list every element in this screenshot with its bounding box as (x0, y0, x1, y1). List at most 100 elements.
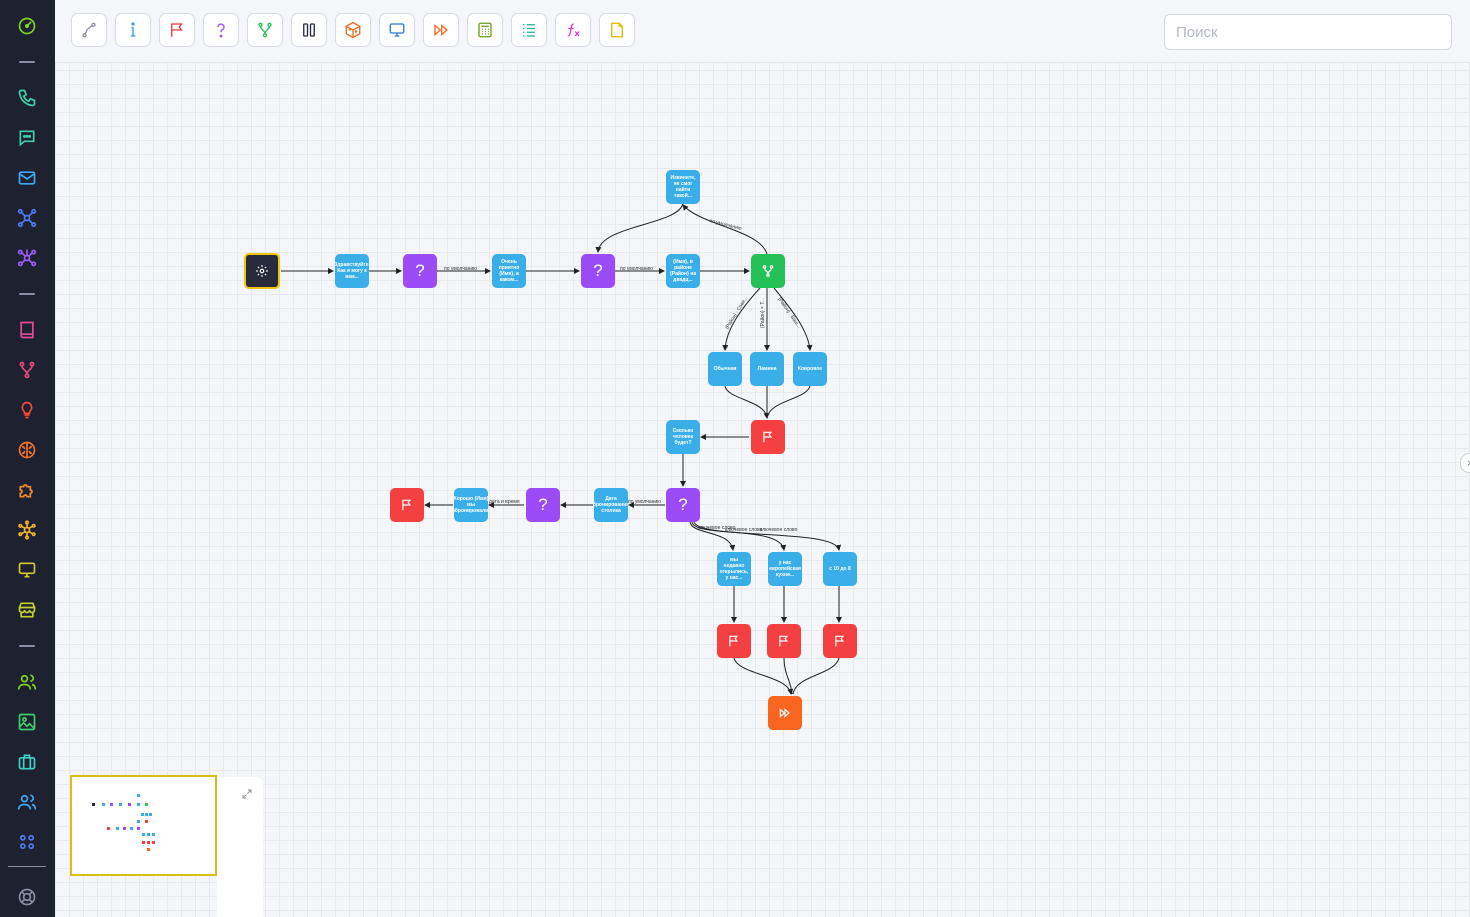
message-node[interactable]: Ковровое (793, 352, 827, 386)
sidebar-separator (19, 293, 35, 295)
sidebar-item-chat[interactable] (12, 123, 42, 153)
edge-label: дата и время (489, 499, 520, 505)
flag-icon (171, 23, 183, 37)
sidebar-separator (19, 61, 35, 63)
function-tool-button[interactable] (555, 13, 591, 47)
skip-tool-button[interactable] (423, 13, 459, 47)
sidebar-item-briefcase[interactable] (12, 747, 42, 777)
branch-icon (258, 22, 272, 38)
book-icon (20, 321, 34, 339)
skip-node[interactable] (768, 696, 802, 730)
question-node[interactable]: ? (403, 254, 437, 288)
info-icon (130, 22, 136, 37)
edge-label: по умолчанию (444, 266, 477, 272)
chevron-right-icon (1467, 460, 1470, 466)
pause-tool-button[interactable] (291, 13, 327, 47)
message-node[interactable]: Здравствуйте. Как я могу к вам... (335, 254, 369, 288)
sidebar (0, 0, 55, 917)
chat-icon (19, 130, 35, 147)
sidebar-item-mail[interactable] (12, 163, 42, 193)
sidebar-item-images[interactable] (12, 707, 42, 737)
sidebar-item-integrations[interactable] (12, 475, 42, 505)
flag-tool-button[interactable] (159, 13, 195, 47)
calculator-icon (478, 22, 492, 38)
branch-node[interactable] (751, 254, 785, 288)
branch-tool-button[interactable] (247, 13, 283, 47)
minimap-preview (92, 794, 155, 851)
sidebar-item-users[interactable] (12, 667, 42, 697)
question-node[interactable]: ? (666, 488, 700, 522)
message-node[interactable]: мы недавно открылись, у нас... (717, 552, 751, 586)
sidebar-item-brain[interactable] (12, 435, 42, 465)
note-tool-button[interactable] (599, 13, 635, 47)
start-node[interactable] (244, 253, 280, 289)
edge-label: ключевое слово (760, 527, 798, 533)
brain-icon (18, 441, 36, 459)
info-tool-button[interactable] (115, 13, 151, 47)
edge-label: по умолчанию (628, 499, 661, 505)
list-tool-button[interactable] (511, 13, 547, 47)
flag-node[interactable] (751, 420, 785, 454)
list-icon (523, 24, 535, 37)
question-node[interactable]: ? (581, 254, 615, 288)
flag-icon (402, 499, 412, 511)
monitor-tool-button[interactable] (379, 13, 415, 47)
question-node[interactable]: ? (526, 488, 560, 522)
minimap[interactable] (70, 775, 217, 876)
question-tool-button[interactable] (203, 13, 239, 47)
sidebar-item-phone[interactable] (12, 83, 42, 113)
sidebar-item-network-alt[interactable] (12, 243, 42, 273)
sidebar-item-apps[interactable] (12, 827, 42, 857)
puzzle-icon (19, 484, 33, 498)
sidebar-item-monitor[interactable] (12, 555, 42, 585)
sidebar-separator (19, 645, 35, 647)
sidebar-item-molecule[interactable] (12, 515, 42, 545)
apps-icon (19, 834, 35, 850)
message-node[interactable]: Ламина (750, 352, 784, 386)
message-node[interactable]: Извините, не смог найти такой... (666, 170, 700, 204)
message-node[interactable]: Очень приятно {Имя}, а каком... (492, 254, 526, 288)
message-node[interactable]: Обычная (708, 352, 742, 386)
cube-tool-button[interactable] (335, 13, 371, 47)
message-node[interactable]: {Имя}, в районе {Район} на двадц... (666, 254, 700, 288)
mail-icon (18, 171, 36, 185)
flag-node[interactable] (717, 624, 751, 658)
sidebar-item-book[interactable] (12, 315, 42, 345)
dashboard-icon (18, 17, 36, 35)
connector-icon (82, 22, 96, 38)
expand-minimap-button[interactable] (241, 787, 253, 805)
help-icon (18, 888, 36, 906)
calculator-tool-button[interactable] (467, 13, 503, 47)
sidebar-item-ideas[interactable] (12, 395, 42, 425)
store-icon (18, 602, 36, 618)
sidebar-item-dashboard[interactable] (12, 11, 42, 41)
flag-icon (729, 635, 739, 647)
search-input[interactable] (1164, 14, 1452, 50)
message-node[interactable]: с 10 до 8 (823, 552, 857, 586)
phone-icon (18, 89, 36, 107)
right-panel-toggle[interactable] (1460, 453, 1470, 473)
flag-node[interactable] (767, 624, 801, 658)
minimap-panel (217, 777, 263, 917)
sidebar-item-help[interactable] (12, 882, 42, 912)
flag-node[interactable] (390, 488, 424, 522)
sidebar-item-team[interactable] (12, 787, 42, 817)
flag-icon (763, 431, 773, 443)
message-node[interactable]: Дата бронирования столика (594, 488, 628, 522)
edge-label: {Район} = Т... (760, 298, 766, 328)
network-icon (17, 208, 37, 228)
message-node[interactable]: у нас европейская кухня... (768, 552, 802, 586)
sidebar-item-store[interactable] (12, 595, 42, 625)
connector-tool-button[interactable] (71, 13, 107, 47)
monitor-icon (389, 23, 405, 37)
function-icon (567, 23, 580, 37)
flag-icon (835, 635, 845, 647)
sidebar-item-network[interactable] (12, 203, 42, 233)
fast-forward-icon (434, 24, 449, 36)
flag-node[interactable] (823, 624, 857, 658)
message-node[interactable]: Хорошо {Имя} мы забронировали... (454, 488, 488, 522)
sidebar-item-branch[interactable] (12, 355, 42, 385)
message-node[interactable]: Сколько человек будет? (666, 420, 700, 454)
monitor-icon (18, 562, 36, 578)
flow-canvas[interactable] (55, 0, 1470, 917)
